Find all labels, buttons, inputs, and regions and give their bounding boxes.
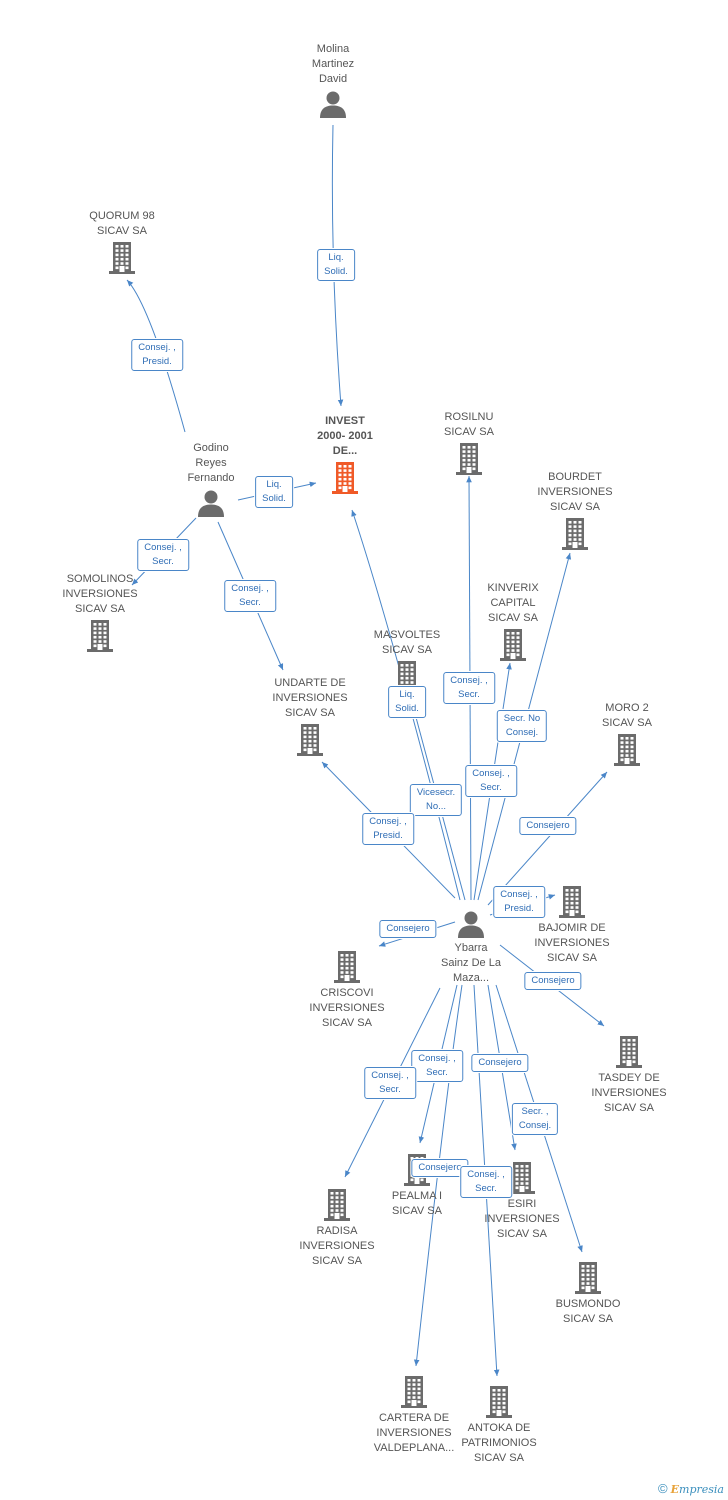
node-moro2[interactable]: MORO 2 SICAV SA [572, 701, 682, 766]
copyright-symbol: © [657, 1481, 668, 1496]
node-godino[interactable]: Godino Reyes Fernando [156, 441, 266, 517]
edge-label-godino-to-quorum[interactable]: Consej. , Presid. [131, 339, 183, 371]
building-icon[interactable] [574, 1036, 684, 1068]
edge-label-ybarra-to-busmondo[interactable]: Secr. , Consej. [511, 1103, 559, 1135]
edge-ybarra-to-cartera [413, 984, 463, 1367]
node-quorum[interactable]: QUORUM 98 SICAV SA [67, 209, 177, 274]
building-icon[interactable] [520, 518, 630, 550]
edge-label-ybarra-to-invest[interactable]: Liq. Solid. [388, 686, 426, 718]
node-label[interactable]: MORO 2 SICAV SA [602, 702, 652, 729]
building-icon[interactable] [444, 1386, 554, 1418]
edge-label-ybarra-to-kinverix[interactable]: Consej. , Secr. [465, 765, 517, 797]
building-icon[interactable] [282, 1189, 392, 1221]
node-pealma[interactable]: PEALMA I SICAV SA [362, 1154, 472, 1219]
edge-label-ybarra-to-moro2[interactable]: Consejero [519, 817, 577, 835]
person-icon[interactable] [156, 489, 266, 517]
edge-label-molina-to-invest[interactable]: Liq. Solid. [317, 249, 355, 281]
building-icon[interactable] [572, 734, 682, 766]
node-rosilnu[interactable]: ROSILNU SICAV SA [414, 410, 524, 475]
edge-label-ybarra-to-undarte[interactable]: Consej. , Presid. [362, 813, 414, 845]
node-label[interactable]: BAJOMIR DE INVERSIONES SICAV SA [534, 922, 610, 964]
brand-initial: E [670, 1483, 680, 1496]
node-label[interactable]: TASDEY DE INVERSIONES SICAV SA [591, 1072, 667, 1114]
building-icon[interactable] [255, 724, 365, 756]
node-radisa[interactable]: RADISA INVERSIONES SICAV SA [282, 1189, 392, 1269]
edge-label-ybarra-to-pealma[interactable]: Consej. , Secr. [411, 1050, 463, 1082]
node-label[interactable]: Godino Reyes Fernando [187, 442, 235, 484]
node-label[interactable]: PEALMA I SICAV SA [391, 1190, 443, 1217]
edge-label-ybarra-to-radisa[interactable]: Consej. , Secr. [364, 1067, 416, 1099]
edge-label-ybarra-to-rosilnu[interactable]: Consej. , Secr. [443, 672, 495, 704]
node-invest[interactable]: INVEST 2000- 2001 DE... [290, 414, 400, 494]
node-label[interactable]: RADISA INVERSIONES SICAV SA [299, 1225, 375, 1267]
edge-godino-to-quorum [126, 279, 186, 433]
node-esiri[interactable]: ESIRI INVERSIONES SICAV SA [467, 1162, 577, 1242]
node-label[interactable]: ROSILNU SICAV SA [444, 411, 494, 438]
building-icon[interactable] [292, 951, 402, 983]
edge-label-godino-to-invest[interactable]: Liq. Solid. [255, 476, 293, 508]
node-label[interactable]: CRISCOVI INVERSIONES SICAV SA [309, 987, 385, 1029]
node-label[interactable]: CARTERA DE INVERSIONES VALDEPLANA... [373, 1412, 455, 1454]
building-icon[interactable] [359, 1376, 469, 1408]
node-somolinos[interactable]: SOMOLINOS INVERSIONES SICAV SA [45, 572, 155, 652]
brand-name: mpresia [679, 1483, 724, 1496]
building-icon[interactable] [533, 1262, 643, 1294]
building-icon[interactable] [458, 629, 568, 661]
node-label[interactable]: KINVERIX CAPITAL SICAV SA [487, 582, 539, 624]
node-tasdey[interactable]: TASDEY DE INVERSIONES SICAV SA [574, 1036, 684, 1116]
node-label[interactable]: QUORUM 98 SICAV SA [89, 210, 155, 237]
edge-label-ybarra-to-esiri[interactable]: Consejero [471, 1054, 529, 1072]
building-icon[interactable] [290, 462, 400, 494]
building-icon[interactable] [414, 443, 524, 475]
node-criscovi[interactable]: CRISCOVI INVERSIONES SICAV SA [292, 951, 402, 1031]
node-ybarra[interactable]: Ybarra Sainz De La Maza... [416, 910, 526, 986]
node-label[interactable]: UNDARTE DE INVERSIONES SICAV SA [272, 677, 348, 719]
node-label[interactable]: INVEST 2000- 2001 DE... [317, 415, 373, 457]
node-label[interactable]: Molina Martinez David [311, 43, 355, 85]
person-icon[interactable] [278, 90, 388, 118]
node-bajomir[interactable]: BAJOMIR DE INVERSIONES SICAV SA [517, 886, 627, 966]
node-undarte[interactable]: UNDARTE DE INVERSIONES SICAV SA [255, 676, 365, 756]
node-molina[interactable]: Molina Martinez David [278, 42, 388, 118]
empresia-watermark: © Empresia [658, 1481, 724, 1496]
node-label[interactable]: MASVOLTES SICAV SA [373, 629, 441, 656]
edge-label-ybarra-to-cartera[interactable]: Consejero [411, 1159, 469, 1177]
edge-label-ybarra-to-antoka[interactable]: Consej. , Secr. [460, 1166, 512, 1198]
node-label[interactable]: ANTOKA DE PATRIMONIOS SICAV SA [461, 1422, 537, 1464]
edge-label-ybarra-to-tasdey[interactable]: Consejero [524, 972, 582, 990]
edge-label-ybarra-to-masvoltes[interactable]: Vicesecr. No... [409, 784, 463, 816]
node-kinverix[interactable]: KINVERIX CAPITAL SICAV SA [458, 581, 568, 661]
edge-ybarra-to-moro2 [487, 771, 608, 906]
node-label[interactable]: BUSMONDO SICAV SA [555, 1298, 621, 1325]
building-icon[interactable] [467, 1162, 577, 1194]
node-label[interactable]: SOMOLINOS INVERSIONES SICAV SA [62, 573, 138, 615]
edge-label-ybarra-to-bourdet[interactable]: Secr. No Consej. [496, 710, 548, 742]
node-antoka[interactable]: ANTOKA DE PATRIMONIOS SICAV SA [444, 1386, 554, 1466]
node-label[interactable]: ESIRI INVERSIONES SICAV SA [484, 1198, 560, 1240]
node-bourdet[interactable]: BOURDET INVERSIONES SICAV SA [520, 470, 630, 550]
building-icon[interactable] [45, 620, 155, 652]
node-cartera[interactable]: CARTERA DE INVERSIONES VALDEPLANA... [359, 1376, 469, 1456]
building-icon[interactable] [67, 242, 177, 274]
node-label[interactable]: BOURDET INVERSIONES SICAV SA [537, 471, 613, 513]
edge-label-ybarra-to-criscovi[interactable]: Consejero [379, 920, 437, 938]
node-busmondo[interactable]: BUSMONDO SICAV SA [533, 1262, 643, 1327]
edge-label-godino-to-somolinos[interactable]: Consej. , Secr. [137, 539, 189, 571]
edge-label-godino-to-undarte[interactable]: Consej. , Secr. [224, 580, 276, 612]
edge-label-ybarra-to-bajomir[interactable]: Consej. , Presid. [493, 886, 545, 918]
building-icon[interactable] [517, 886, 627, 918]
node-label[interactable]: Ybarra Sainz De La Maza... [441, 942, 501, 984]
person-icon[interactable] [416, 910, 526, 938]
